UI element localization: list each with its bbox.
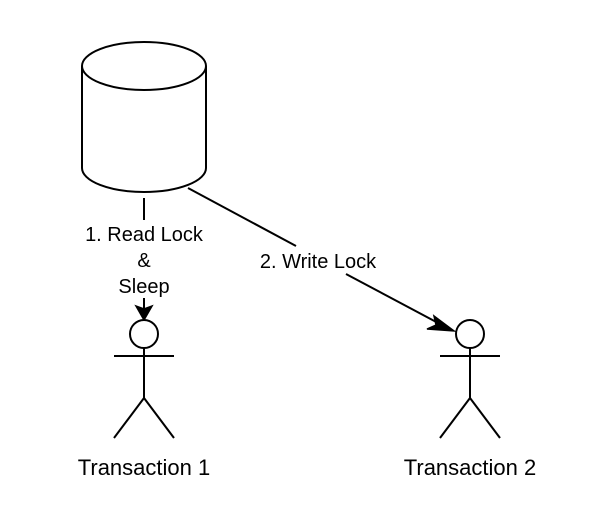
actor-transaction-2-label: Transaction 2 (404, 455, 536, 480)
edge-read-lock-label-line-2: & (137, 250, 151, 272)
actor-transaction-1: Transaction 1 (78, 319, 210, 480)
edge-read-lock-label-line-3: Sleep (118, 276, 169, 298)
edge-write-lock-line-start (187, 187, 297, 247)
edge-write-lock: 2. Write Lock (187, 187, 457, 332)
database-cylinder-icon (81, 41, 207, 193)
edge-write-lock-label: 2. Write Lock (260, 251, 377, 273)
edge-read-lock-label-line-1: 1. Read Lock (85, 224, 204, 246)
actor-transaction-1-label: Transaction 1 (78, 455, 210, 480)
actor-transaction-2: Transaction 2 (404, 319, 536, 480)
edge-write-lock-line-end (345, 273, 441, 325)
stick-figure-icon (113, 319, 175, 439)
edge-read-lock-arrowhead (134, 304, 154, 322)
stick-figure-icon (439, 319, 501, 439)
edge-read-lock: 1. Read Lock & Sleep (85, 198, 204, 322)
edge-write-lock-arrowhead (426, 314, 457, 332)
